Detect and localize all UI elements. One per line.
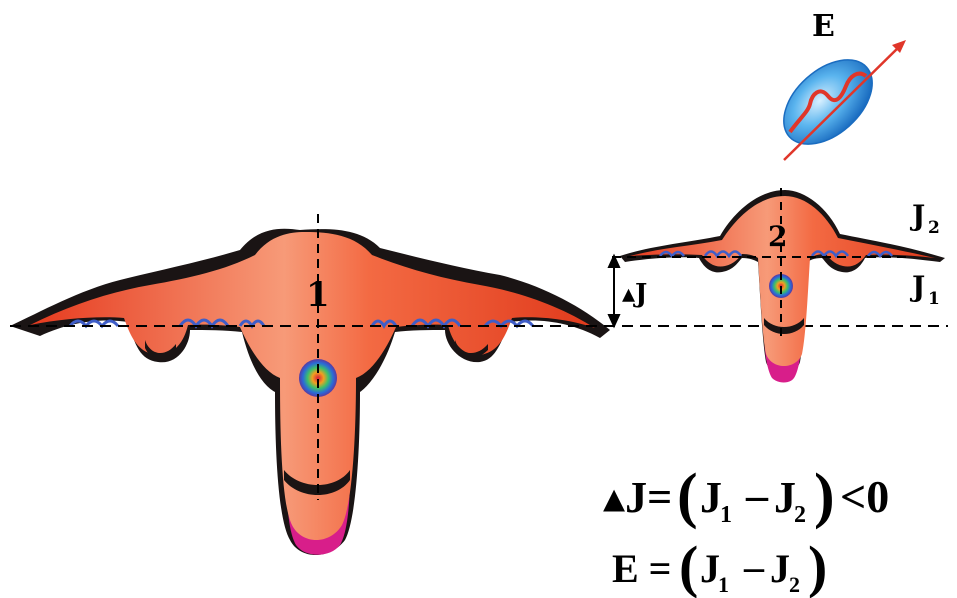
well-2: 2 <box>620 188 945 383</box>
svg-text:): ) <box>808 534 827 598</box>
svg-text:–: – <box>743 544 765 589</box>
svg-text:2: 2 <box>794 502 806 528</box>
field-label: E <box>812 9 835 44</box>
svg-text:(: ( <box>679 534 698 598</box>
svg-text:–: – <box>745 471 769 520</box>
well-2-label: 2 <box>768 220 787 253</box>
svg-text:1: 1 <box>928 289 940 309</box>
electric-field-icon <box>768 40 906 161</box>
svg-text:J: J <box>909 199 925 232</box>
svg-text:▴J=: ▴J= <box>603 473 672 522</box>
svg-text:J: J <box>700 546 720 591</box>
equation-1: ▴J= ( J 1 – J 2 ) <0 <box>603 462 889 530</box>
level-label-lower: J 1 <box>909 270 940 309</box>
level-label-upper: J 2 <box>909 199 940 238</box>
svg-text:E =: E = <box>612 546 671 591</box>
svg-text:J: J <box>909 270 925 303</box>
gap-label: ▴J <box>622 279 647 309</box>
svg-text:(: ( <box>677 462 698 530</box>
well-1: 1 <box>10 214 610 555</box>
svg-text:1: 1 <box>718 572 729 597</box>
energy-gap-arrow <box>609 256 619 326</box>
svg-text:<0: <0 <box>840 471 889 522</box>
svg-text:J: J <box>774 473 796 522</box>
equation-2: E = ( J 1 – J 2 ) <box>612 534 827 598</box>
svg-text:2: 2 <box>789 572 800 597</box>
svg-text:J: J <box>700 473 722 522</box>
svg-text:): ) <box>814 462 835 530</box>
svg-text:2: 2 <box>928 218 940 238</box>
svg-text:J: J <box>770 546 790 591</box>
well-1-label: 1 <box>306 275 330 315</box>
svg-text:1: 1 <box>720 502 732 528</box>
